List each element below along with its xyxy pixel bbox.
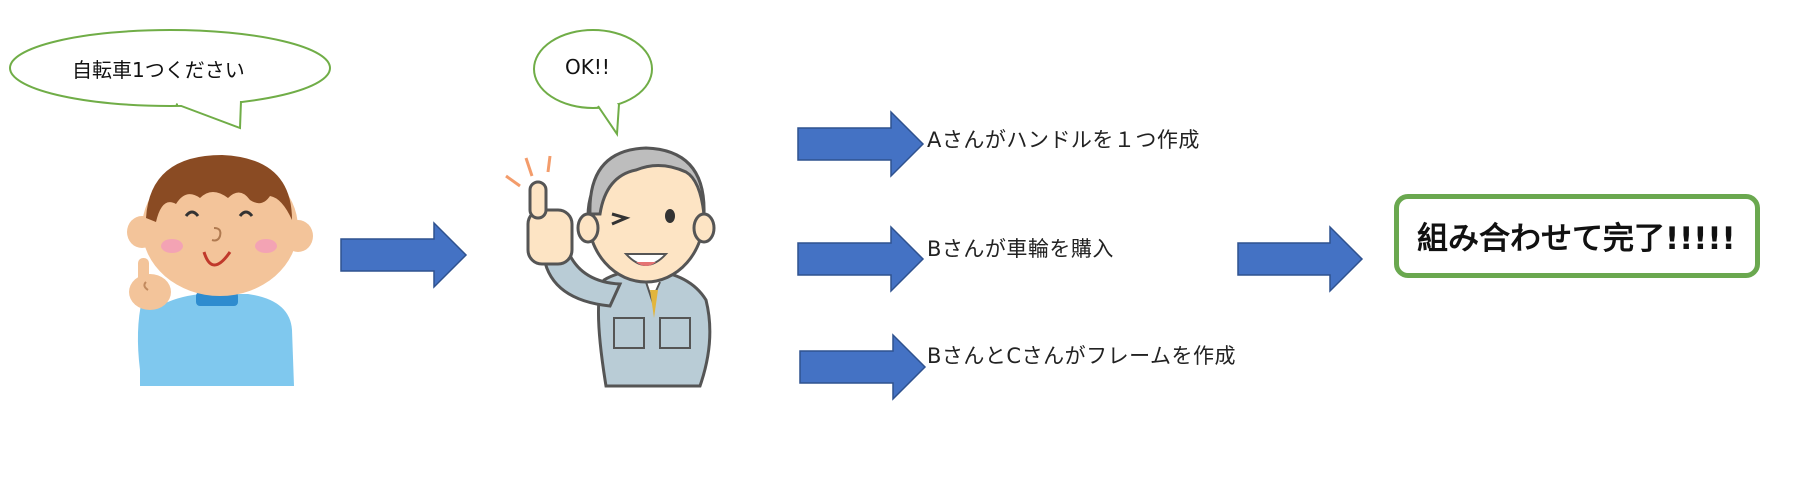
- arrow-to-task-c: [799, 333, 927, 401]
- result-label: 組み合わせて完了!!!!!: [1417, 221, 1736, 257]
- task-a-label: Aさんがハンドルを１つ作成: [927, 128, 1200, 152]
- manager-speech-text: OK!!: [565, 55, 610, 79]
- manager-illustration: [505, 146, 716, 388]
- customer-speech-bubble: [9, 29, 331, 130]
- arrow-to-task-a: [797, 110, 925, 178]
- customer-illustration: [127, 155, 313, 386]
- arrow-customer-to-manager: [340, 221, 468, 289]
- customer-speech-text: 自転車1つください: [72, 58, 245, 82]
- task-b-label: Bさんが車輪を購入: [927, 237, 1114, 261]
- arrow-to-result: [1237, 225, 1364, 293]
- result-box: 組み合わせて完了!!!!!: [1394, 194, 1760, 278]
- task-c-label: BさんとCさんがフレームを作成: [927, 344, 1236, 368]
- arrow-to-task-b: [797, 225, 925, 293]
- manager-speech-bubble: [533, 29, 653, 137]
